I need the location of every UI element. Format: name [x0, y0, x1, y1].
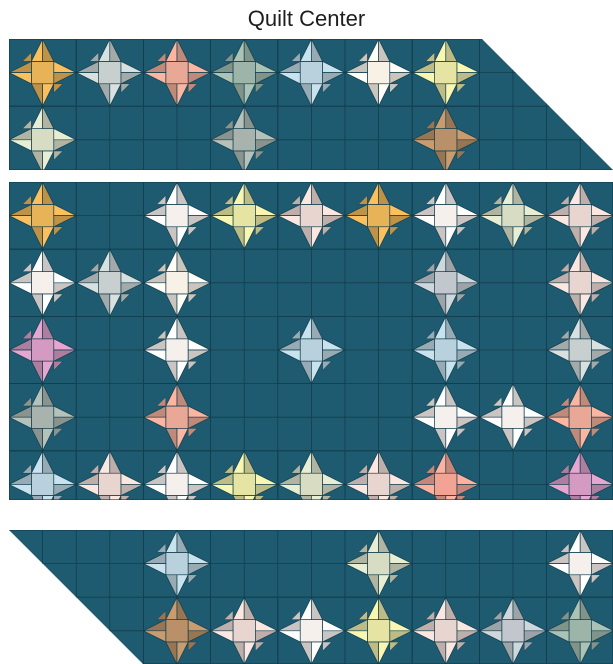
- star-center: [99, 473, 121, 495]
- star-center: [300, 204, 322, 226]
- star-center: [435, 339, 457, 361]
- star-center: [367, 552, 389, 574]
- star-point: [311, 496, 322, 518]
- star-center: [569, 272, 591, 294]
- star-center: [166, 473, 188, 495]
- quilt-panel-top: [9, 39, 613, 173]
- star-center: [233, 620, 255, 642]
- star-center: [435, 61, 457, 83]
- star-center: [31, 61, 53, 83]
- star-accent: [121, 496, 130, 505]
- star-center: [367, 61, 389, 83]
- star-center: [569, 204, 591, 226]
- star-center: [166, 620, 188, 642]
- star-point: [177, 496, 188, 518]
- star-center: [502, 204, 524, 226]
- star-point: [569, 496, 580, 518]
- star-center: [31, 272, 53, 294]
- star-center: [233, 129, 255, 151]
- star-center: [569, 339, 591, 361]
- star-center: [435, 620, 457, 642]
- star-center: [99, 272, 121, 294]
- star-center: [300, 339, 322, 361]
- star-center: [31, 406, 53, 428]
- star-point: [99, 496, 110, 518]
- star-point: [435, 496, 446, 518]
- quilt-panel-center: [9, 182, 613, 518]
- star-accent: [323, 496, 332, 505]
- star-point: [580, 496, 591, 518]
- star-center: [300, 61, 322, 83]
- star-center: [233, 61, 255, 83]
- star-center: [31, 339, 53, 361]
- star-center: [166, 272, 188, 294]
- star-center: [435, 473, 457, 495]
- star-center: [502, 620, 524, 642]
- star-accent: [255, 496, 264, 505]
- star-center: [300, 473, 322, 495]
- star-point: [367, 496, 378, 518]
- star-center: [435, 129, 457, 151]
- star-center: [166, 339, 188, 361]
- star-accent: [188, 496, 197, 505]
- star-accent: [390, 496, 399, 505]
- star-point: [300, 496, 311, 518]
- star-center: [367, 473, 389, 495]
- star-point: [110, 496, 121, 518]
- star-point: [379, 496, 390, 518]
- star-center: [166, 61, 188, 83]
- star-center: [367, 204, 389, 226]
- star-center: [569, 473, 591, 495]
- star-center: [166, 552, 188, 574]
- star-center: [233, 473, 255, 495]
- star-center: [569, 406, 591, 428]
- star-center: [569, 620, 591, 642]
- star-point: [446, 496, 457, 518]
- star-point: [244, 496, 255, 518]
- star-center: [367, 620, 389, 642]
- star-center: [166, 406, 188, 428]
- star-point: [43, 496, 54, 518]
- star-center: [300, 620, 322, 642]
- star-point: [31, 496, 42, 518]
- star-center: [99, 61, 121, 83]
- star-center: [31, 473, 53, 495]
- star-center: [31, 129, 53, 151]
- star-center: [31, 204, 53, 226]
- star-center: [435, 204, 457, 226]
- star-accent: [591, 496, 600, 505]
- star-center: [569, 552, 591, 574]
- star-center: [233, 204, 255, 226]
- star-center: [502, 406, 524, 428]
- star-accent: [54, 496, 63, 505]
- star-center: [435, 406, 457, 428]
- star-center: [435, 272, 457, 294]
- star-point: [166, 496, 177, 518]
- quilt-panel-bottom: [9, 530, 613, 664]
- star-accent: [457, 496, 466, 505]
- star-point: [233, 496, 244, 518]
- star-center: [166, 204, 188, 226]
